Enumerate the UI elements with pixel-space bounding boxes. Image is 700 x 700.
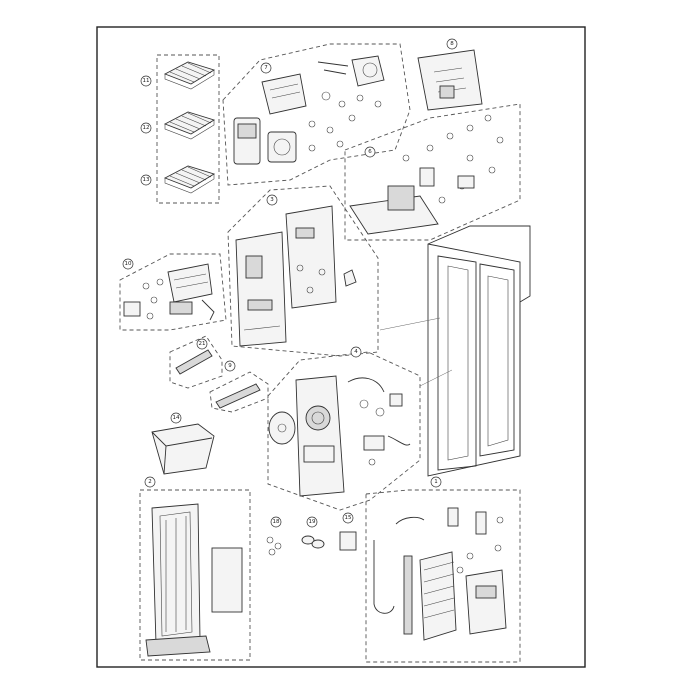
duct-panel-group: 3 (227, 185, 379, 357)
dispenser-base (349, 167, 439, 235)
callout-shelf-mid: 12 (140, 122, 152, 134)
callout-hinge-a: 21 (196, 338, 208, 350)
svg-text:19: 19 (309, 519, 316, 525)
duct-panel-rear (285, 205, 337, 309)
callout-control: 1 (430, 476, 442, 488)
control-small-parts (447, 507, 504, 574)
refrigerator-cabinet (379, 225, 531, 477)
wire-shelf-mid (163, 111, 216, 140)
wire-shelf-top (163, 61, 216, 90)
fan-small-parts (347, 377, 411, 466)
sensor-clip (343, 269, 357, 287)
icemaker-group: 7 (222, 43, 411, 186)
callout-ice-tray: 8 (446, 38, 458, 50)
water-tube (373, 516, 425, 614)
dispenser-small-parts (402, 114, 504, 204)
svg-text:13: 13 (143, 177, 150, 183)
icemaker-housing (233, 73, 307, 165)
callout-shelf-bottom: 13 (140, 174, 152, 186)
svg-text:21: 21 (199, 341, 206, 347)
svg-text:18: 18 (273, 519, 280, 525)
shelves-group: 11 12 13 (140, 54, 220, 204)
dispenser-group: 6 (344, 103, 521, 241)
fan-blade (268, 411, 296, 445)
wire-shelf-bottom (163, 165, 216, 194)
crisper-drawer: 14 (151, 412, 215, 475)
callout-small-c: 15 (342, 512, 354, 524)
cover-glass (211, 547, 243, 613)
svg-text:2: 2 (148, 479, 152, 485)
svg-text:9: 9 (228, 363, 232, 369)
callout-small-a: 18 (270, 516, 282, 528)
callout-duct: 3 (266, 194, 278, 206)
auger-motor (317, 55, 385, 87)
left-small-parts (123, 278, 215, 321)
svg-text:3: 3 (270, 197, 274, 203)
control-water-group: 1 (365, 476, 521, 663)
callout-crisper-cover: 2 (144, 476, 156, 488)
ice-tray-plate: 8 (417, 38, 483, 111)
icemaker-small-parts (308, 91, 382, 152)
fan-motor-housing (295, 375, 345, 497)
callout-hinge-b: 9 (224, 360, 236, 372)
cover-frame (145, 503, 211, 657)
diagram-frame (96, 26, 586, 668)
evaporator-coil (403, 551, 457, 641)
fan-motor-group: 4 (267, 346, 421, 511)
crisper-cover-group: 2 (139, 476, 251, 661)
callout-shelf-top: 11 (140, 75, 152, 87)
control-box (465, 569, 507, 635)
callout-left-group: 10 (122, 258, 134, 270)
svg-text:14: 14 (173, 415, 180, 421)
svg-text:1: 1 (434, 479, 438, 485)
callout-small-b: 19 (306, 516, 318, 528)
hinge-bars: 21 9 (169, 335, 269, 413)
svg-text:8: 8 (450, 41, 454, 47)
callout-fan-motor: 4 (350, 346, 362, 358)
loose-parts: 18 19 15 (266, 512, 357, 556)
svg-text:11: 11 (143, 78, 150, 84)
svg-text:10: 10 (125, 261, 132, 267)
svg-text:7: 7 (264, 65, 268, 71)
callout-dispenser: 6 (364, 146, 376, 158)
svg-text:6: 6 (368, 149, 372, 155)
callout-crisper: 14 (170, 412, 182, 424)
svg-text:4: 4 (354, 349, 358, 355)
svg-text:15: 15 (345, 515, 352, 521)
callout-icemaker: 7 (260, 62, 272, 74)
control-housing (167, 263, 213, 315)
svg-text:12: 12 (143, 125, 150, 131)
duct-panel-front (235, 231, 287, 347)
left-parts-group: 10 (119, 253, 227, 331)
